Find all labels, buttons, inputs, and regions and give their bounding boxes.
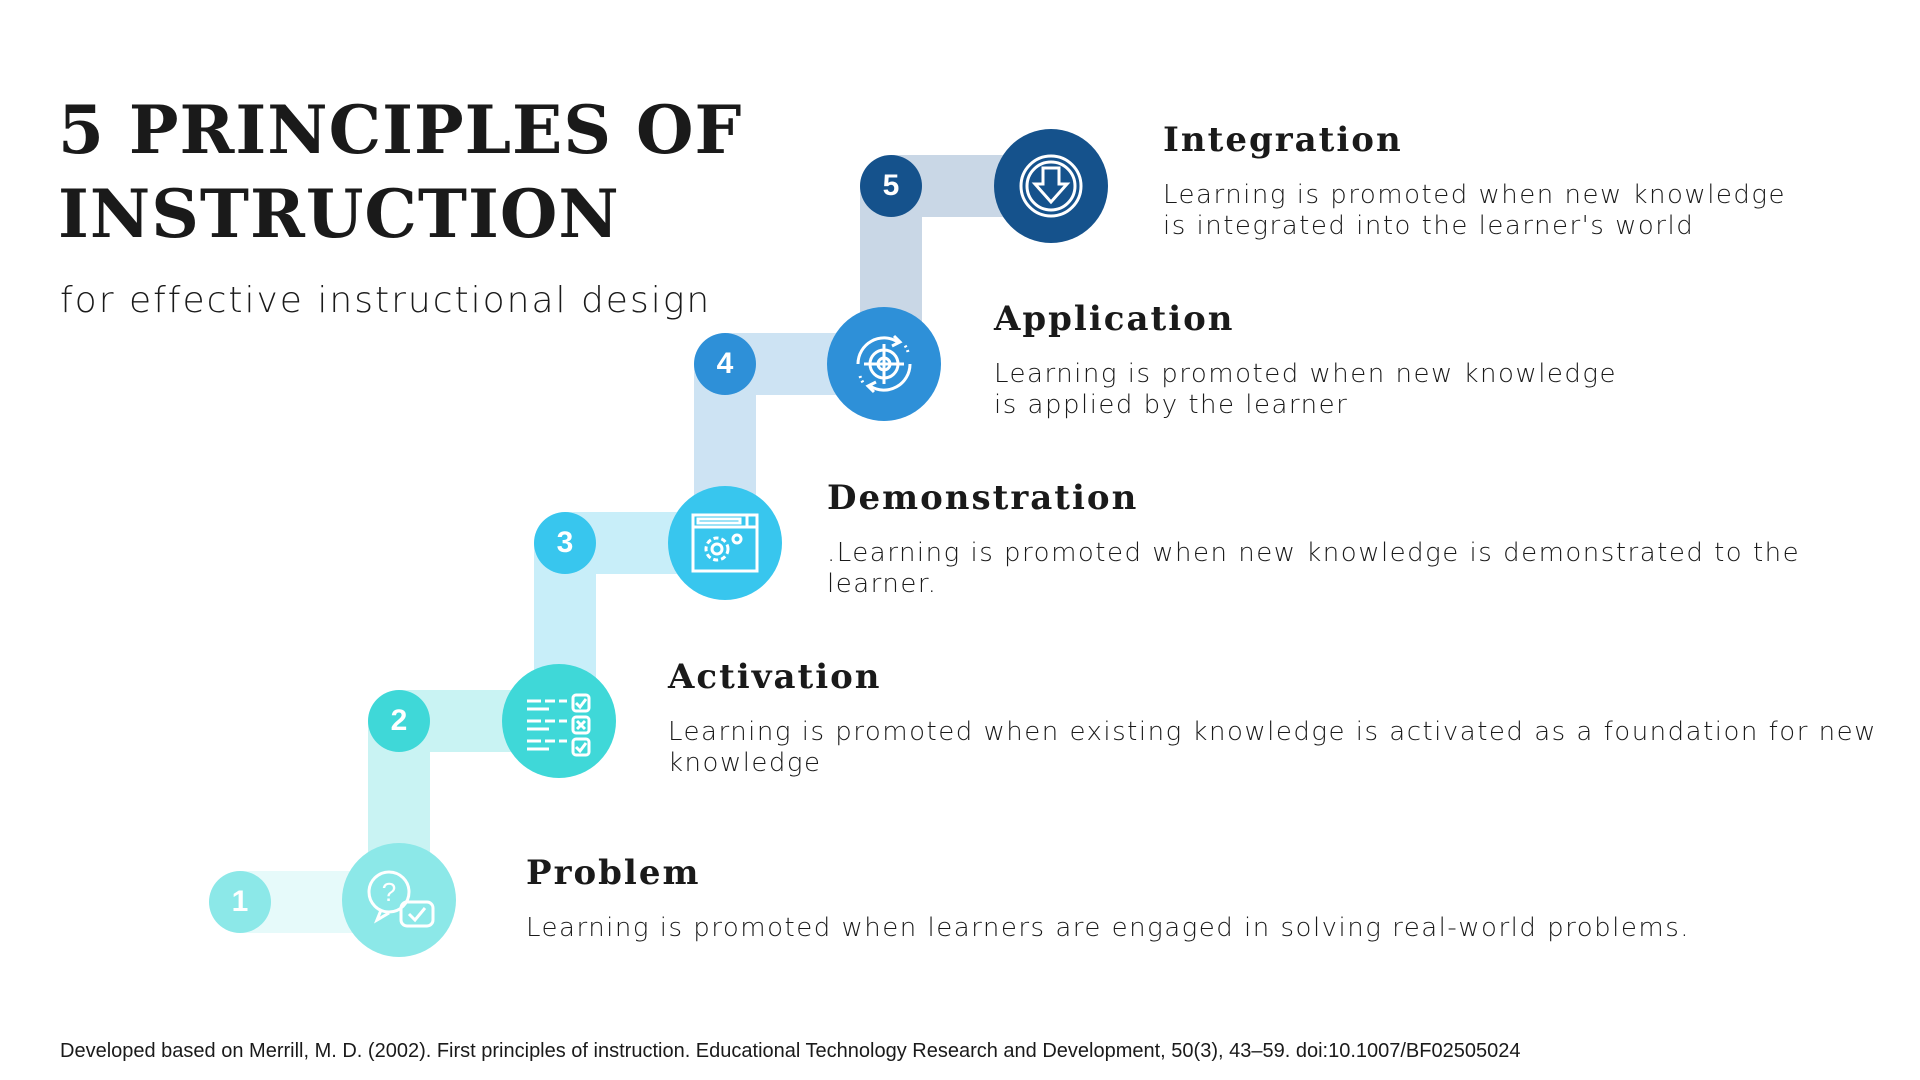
download-badge-icon	[994, 129, 1108, 243]
description-line: Learning is promoted when new knowledge	[1163, 180, 1787, 210]
step-heading: Activation	[668, 657, 882, 697]
step-number-badge: 5	[860, 155, 922, 217]
description-line: knowledge	[668, 748, 822, 778]
step-number-badge: 3	[534, 512, 596, 574]
step-number-badge: 2	[368, 690, 430, 752]
title-line-1: 5 PRINCIPLES OF	[58, 91, 743, 169]
subtitle: for effective instructional design	[60, 280, 712, 321]
question-chat-icon: ?	[342, 843, 456, 957]
step-description: .Learning is promoted when new knowledge…	[827, 538, 1800, 600]
step-description: Learning is promoted when existing knowl…	[668, 717, 1877, 779]
citation-footer: Developed based on Merrill, M. D. (2002)…	[60, 1040, 1521, 1062]
step-number-badge: 4	[694, 333, 756, 395]
description-line: .Learning is promoted when new knowledge…	[827, 538, 1801, 568]
description-line: Learning is promoted when learners are e…	[526, 913, 1691, 943]
description-line: learner.	[827, 569, 938, 599]
step-heading: Problem	[526, 853, 701, 893]
svg-text:?: ?	[382, 877, 396, 907]
title-line-2: INSTRUCTION	[58, 175, 620, 253]
checklist-icon	[502, 664, 616, 778]
step-text-demonstration: Demonstration .Learning is promoted when …	[827, 478, 1800, 600]
page-title: 5 PRINCIPLES OF INSTRUCTION	[58, 88, 742, 256]
description-line: Learning is promoted when new knowledge	[994, 359, 1618, 389]
step-heading: Application	[994, 299, 1235, 339]
step-description: Learning is promoted when learners are e…	[526, 913, 1690, 944]
step-heading: Integration	[1163, 120, 1403, 160]
step-heading: Demonstration	[827, 478, 1139, 518]
description-line: is applied by the learner	[994, 390, 1349, 420]
browser-gear-icon	[668, 486, 782, 600]
target-cycle-icon	[827, 307, 941, 421]
step-number-badge: 1	[209, 871, 271, 933]
description-line: is integrated into the learner's world	[1163, 211, 1695, 241]
description-line: Learning is promoted when existing knowl…	[668, 717, 1877, 747]
